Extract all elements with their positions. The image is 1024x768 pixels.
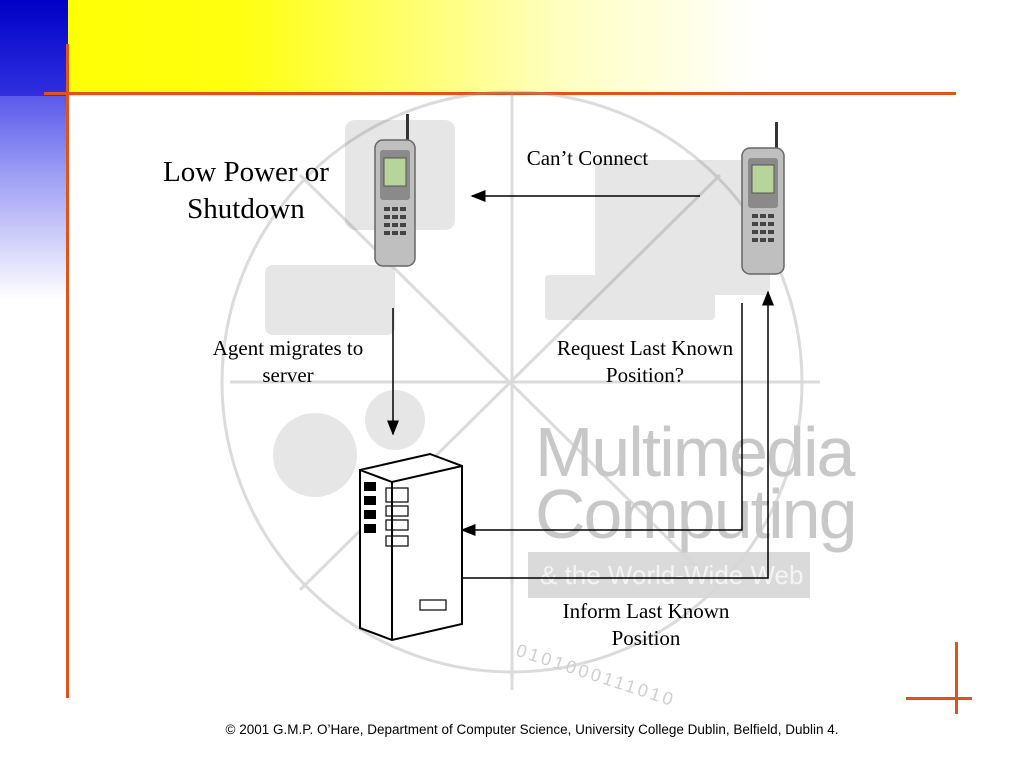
- server-tower-icon: [359, 452, 463, 642]
- corner-cross-horizontal: [906, 697, 972, 700]
- request-last-label: Request Last Known Position?: [556, 336, 734, 387]
- inform-arrow: [462, 290, 774, 579]
- agent-migrates-label: Agent migrates to server: [212, 336, 364, 387]
- mobile-phone-icon: [741, 122, 785, 275]
- left-rule: [66, 44, 69, 698]
- inform-last-label: Inform Last Known Position: [562, 599, 730, 650]
- top-rule: [44, 92, 956, 95]
- request-arrow: [460, 303, 743, 536]
- footer-copyright: © 2001 G.M.P. O’Hare, Department of Comp…: [225, 722, 839, 737]
- corner-cross-vertical: [955, 642, 958, 714]
- cant-connect-label: Can’t Connect: [526, 146, 649, 170]
- watermark-multimedia: Multimedia: [535, 413, 855, 491]
- low-power-label: Low Power or Shutdown: [163, 156, 329, 226]
- watermark-web: & the World-Wide Web: [540, 560, 804, 590]
- corner-block: [0, 0, 68, 96]
- mobile-phone-icon: [374, 114, 416, 267]
- watermark-computing: Computing: [535, 475, 858, 553]
- header-gradient: [0, 0, 1024, 96]
